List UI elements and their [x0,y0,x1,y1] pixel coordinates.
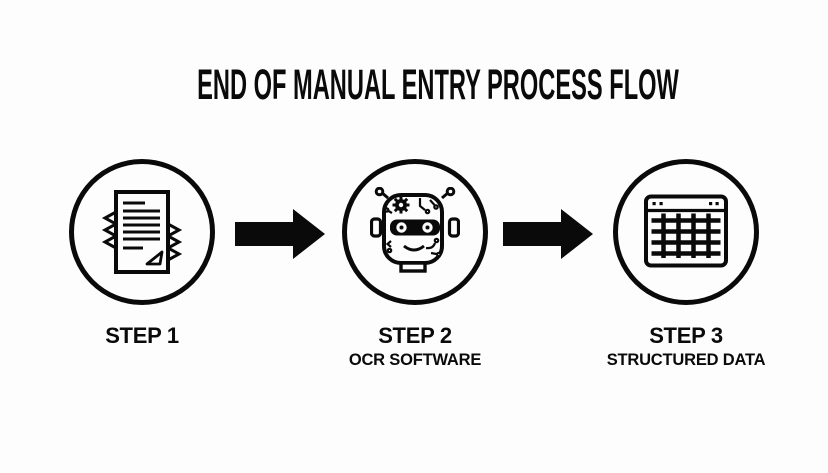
page-title: END OF MANUAL ENTRY PROCESS FLOW [0,64,828,107]
step-2-sublabel: OCR SOFTWARE [348,351,482,369]
step-3-circle-badge [613,159,759,305]
step-3-node: STEP 3 STRUCTURED DATA [566,159,806,369]
document-stack-icon [101,190,183,274]
step-3-label: STEP 3 [649,323,723,348]
step-2-node: STEP 2 OCR SOFTWARE [295,159,535,369]
ocr-robot-icon [370,187,460,273]
page-title-text: END OF MANUAL ENTRY PROCESS FLOW [197,61,679,109]
arrow-right-icon [503,209,593,259]
step-2-label: STEP 2 [378,323,452,348]
step-1-node: STEP 1 [22,159,262,352]
step-2-circle-badge [342,159,488,305]
step-1-circle-badge [69,159,215,305]
step-1-label: STEP 1 [105,323,179,348]
structured-data-table-icon [644,194,728,268]
step-3-sublabel: STRUCTURED DATA [606,351,766,369]
arrow-right-icon [235,209,325,259]
